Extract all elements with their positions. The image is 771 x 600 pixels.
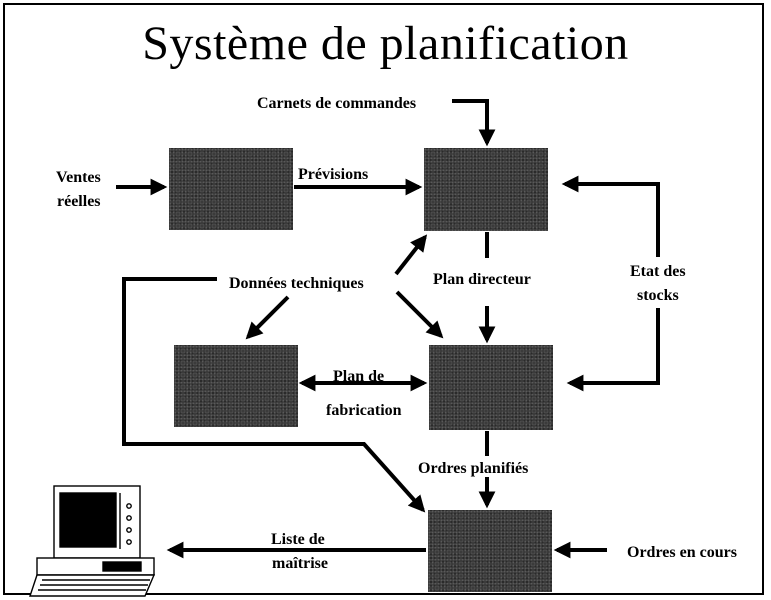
arrow-donnees-loop [122, 277, 426, 513]
label-donnees-techniques: Données techniques [229, 275, 364, 292]
forecast-box [169, 148, 293, 230]
label-previsions: Prévisions [298, 166, 369, 183]
arrow-donnees-right [395, 290, 444, 339]
label-fabrication: fabrication [326, 402, 402, 419]
launch-box [428, 510, 552, 592]
manufacturing-box [174, 345, 298, 427]
label-stocks: stocks [637, 287, 679, 304]
arrow-donnees-left [245, 295, 290, 340]
label-plan-directeur: Plan directeur [433, 271, 531, 288]
label-ordres-en-cours: Ordres en cours [627, 544, 737, 561]
computer-terminal-icon [29, 485, 156, 597]
label-carnets-de-commandes: Carnets de commandes [257, 95, 417, 112]
arrow-carnets [452, 99, 496, 147]
arrow-stocks-bottom [566, 308, 660, 392]
label-reelles: réelles [57, 193, 101, 210]
label-liste-de: Liste de [271, 531, 325, 548]
master-plan-box [424, 148, 548, 231]
arrow-donnees-up [394, 234, 428, 276]
label-maitrise: maîtrise [272, 555, 328, 572]
label-etat-des: Etat des [630, 263, 686, 280]
label-plan-de: Plan de [333, 368, 385, 385]
label-ordres-planifies: Ordres planifiés [418, 460, 529, 477]
label-ventes: Ventes [56, 169, 101, 186]
arrow-stocks-top [561, 175, 660, 257]
needs-calculation-box [429, 345, 553, 430]
slide-title: Système de planification [142, 17, 629, 70]
